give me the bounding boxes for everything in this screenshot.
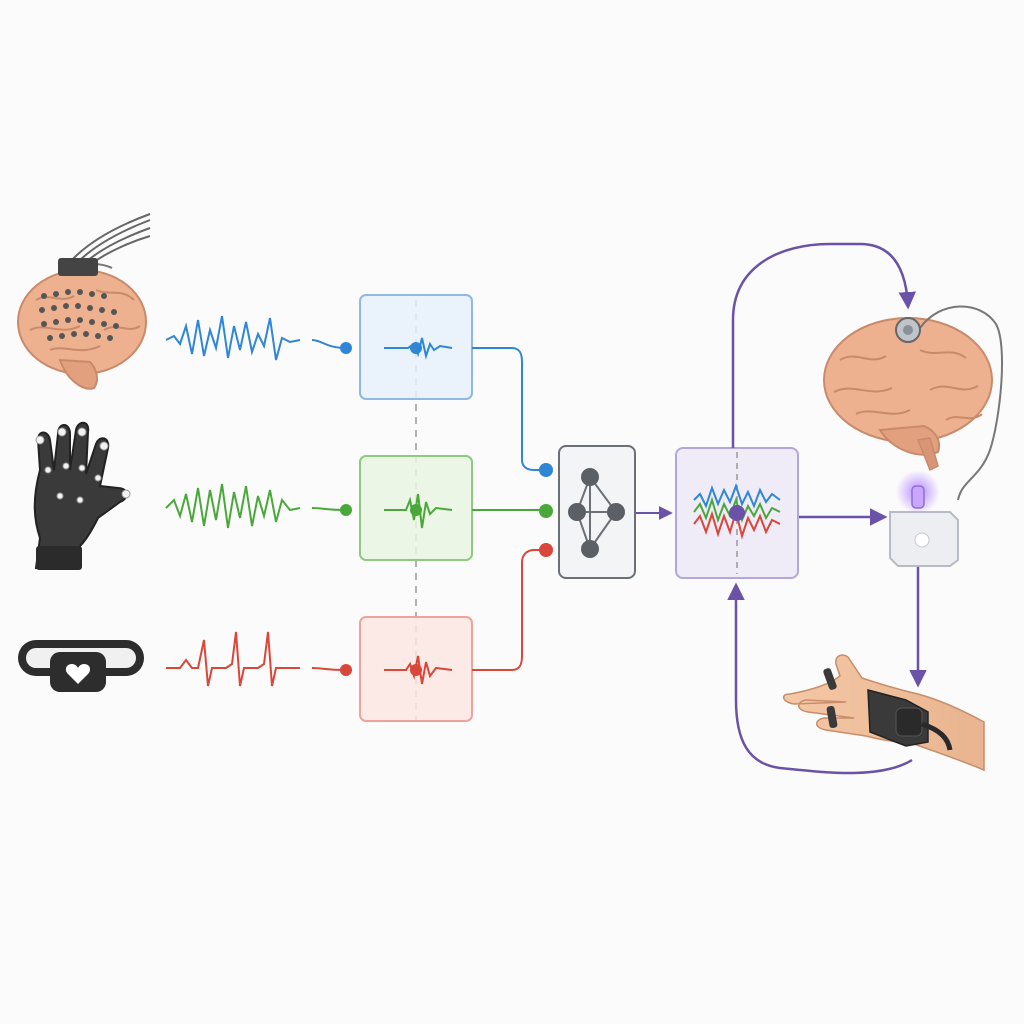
neural-route [472, 347, 553, 477]
motion-raw-waveform [165, 483, 301, 529]
motion-input-connector [311, 504, 352, 516]
integrated-signal-box [675, 447, 799, 579]
cardiac-raw-waveform [166, 631, 300, 687]
graph-network-icon [558, 445, 636, 579]
hand-feedback-arrow [727, 582, 913, 775]
cardiac-input-connector [311, 664, 352, 676]
neural-preprocess-box [359, 294, 473, 400]
loop-to-brain-arrow [731, 242, 916, 448]
stimulator-device-icon [889, 470, 959, 567]
motion-route [472, 504, 553, 518]
motion-capture-glove-icon [33, 421, 131, 570]
hand-wearable-icon [782, 654, 985, 772]
neural-input-connector [311, 339, 352, 354]
neural-raw-waveform [165, 315, 301, 361]
cardiac-preprocess-box [359, 616, 473, 722]
cardiac-route [472, 543, 553, 671]
brain-electrode-array-icon [17, 213, 151, 390]
brain-stimulator-icon [823, 305, 1003, 501]
motion-preprocess-box [359, 455, 473, 561]
heart-rate-wristband-icon [18, 640, 144, 692]
